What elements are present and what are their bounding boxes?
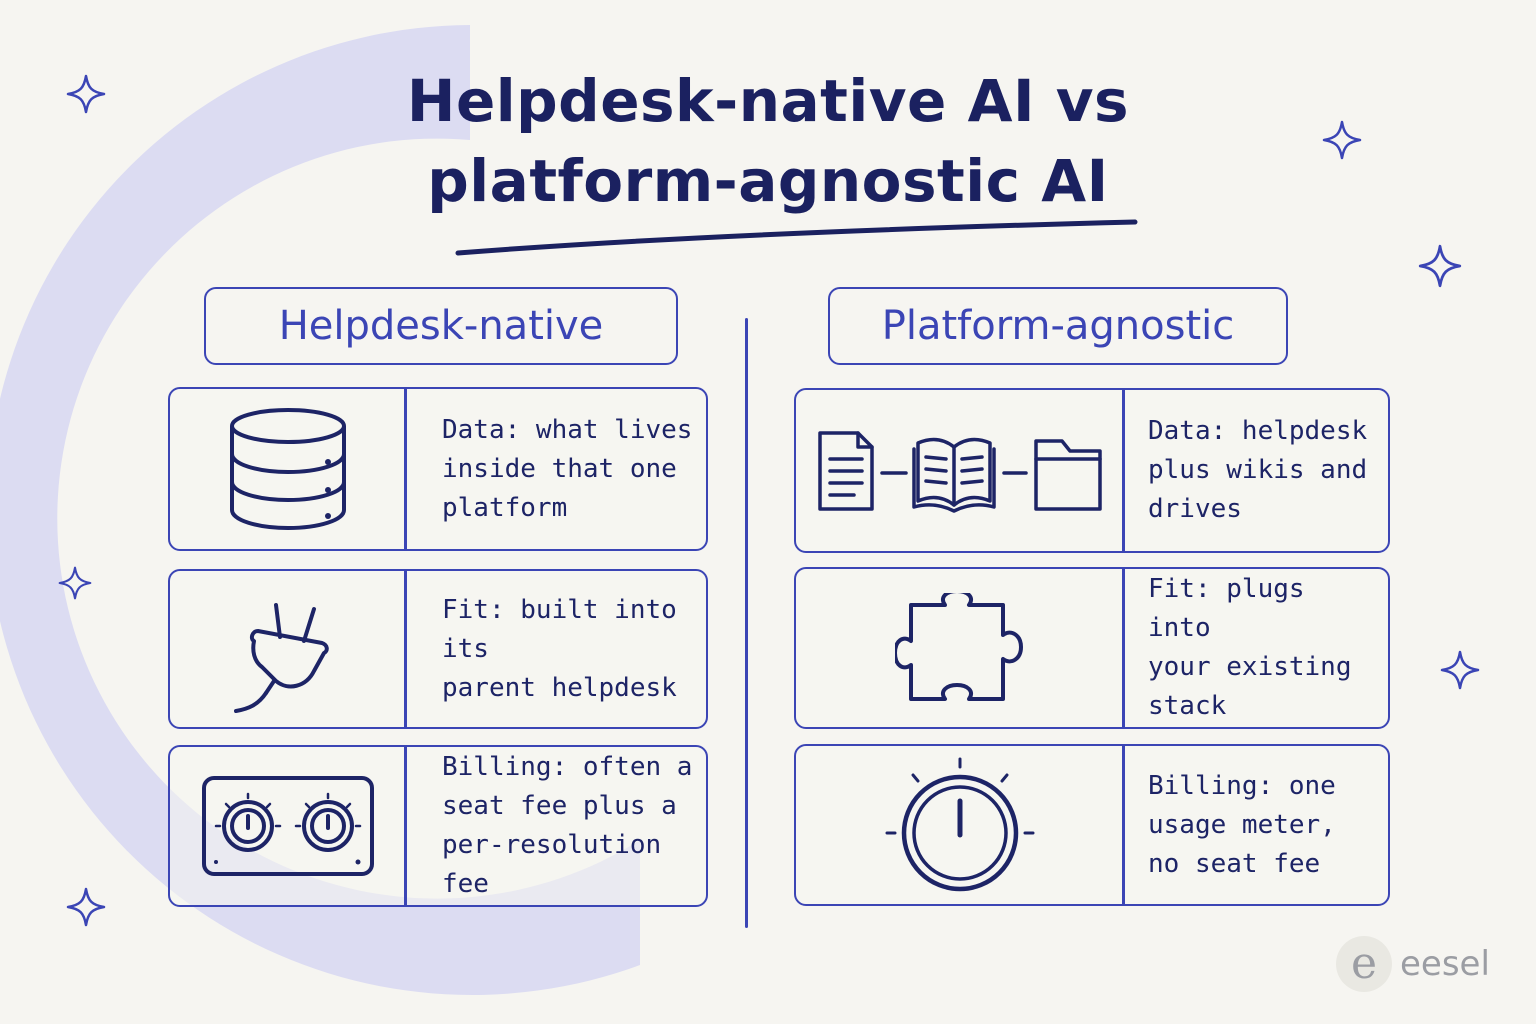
dual-dial-meter-icon [202,776,374,876]
eesel-logo: e eesel [1336,936,1490,992]
sparkle-icon [1418,244,1462,288]
sparkle-icon [1440,650,1480,690]
page-title-line-2: platform-agnostic AI [427,147,1109,215]
logo-mark: e [1336,936,1392,992]
title-underline [455,219,1138,256]
database-icon [230,408,346,530]
page-title-line-1: Helpdesk-native AI vs [406,67,1130,135]
header-helpdesk-native: Helpdesk-native [204,287,678,365]
puzzle-piece-icon [895,593,1023,701]
column-divider [745,318,748,928]
header-platform-agnostic: Platform-agnostic [828,287,1288,365]
sparkle-icon [66,74,106,114]
sparkle-icon [58,566,92,600]
document-book-folder-icon [818,430,1102,513]
sparkle-icon [66,887,106,927]
logo-text: eesel [1400,944,1490,984]
plug-icon [234,603,329,713]
single-dial-meter-icon [885,757,1035,892]
sparkle-icon [1322,120,1362,160]
